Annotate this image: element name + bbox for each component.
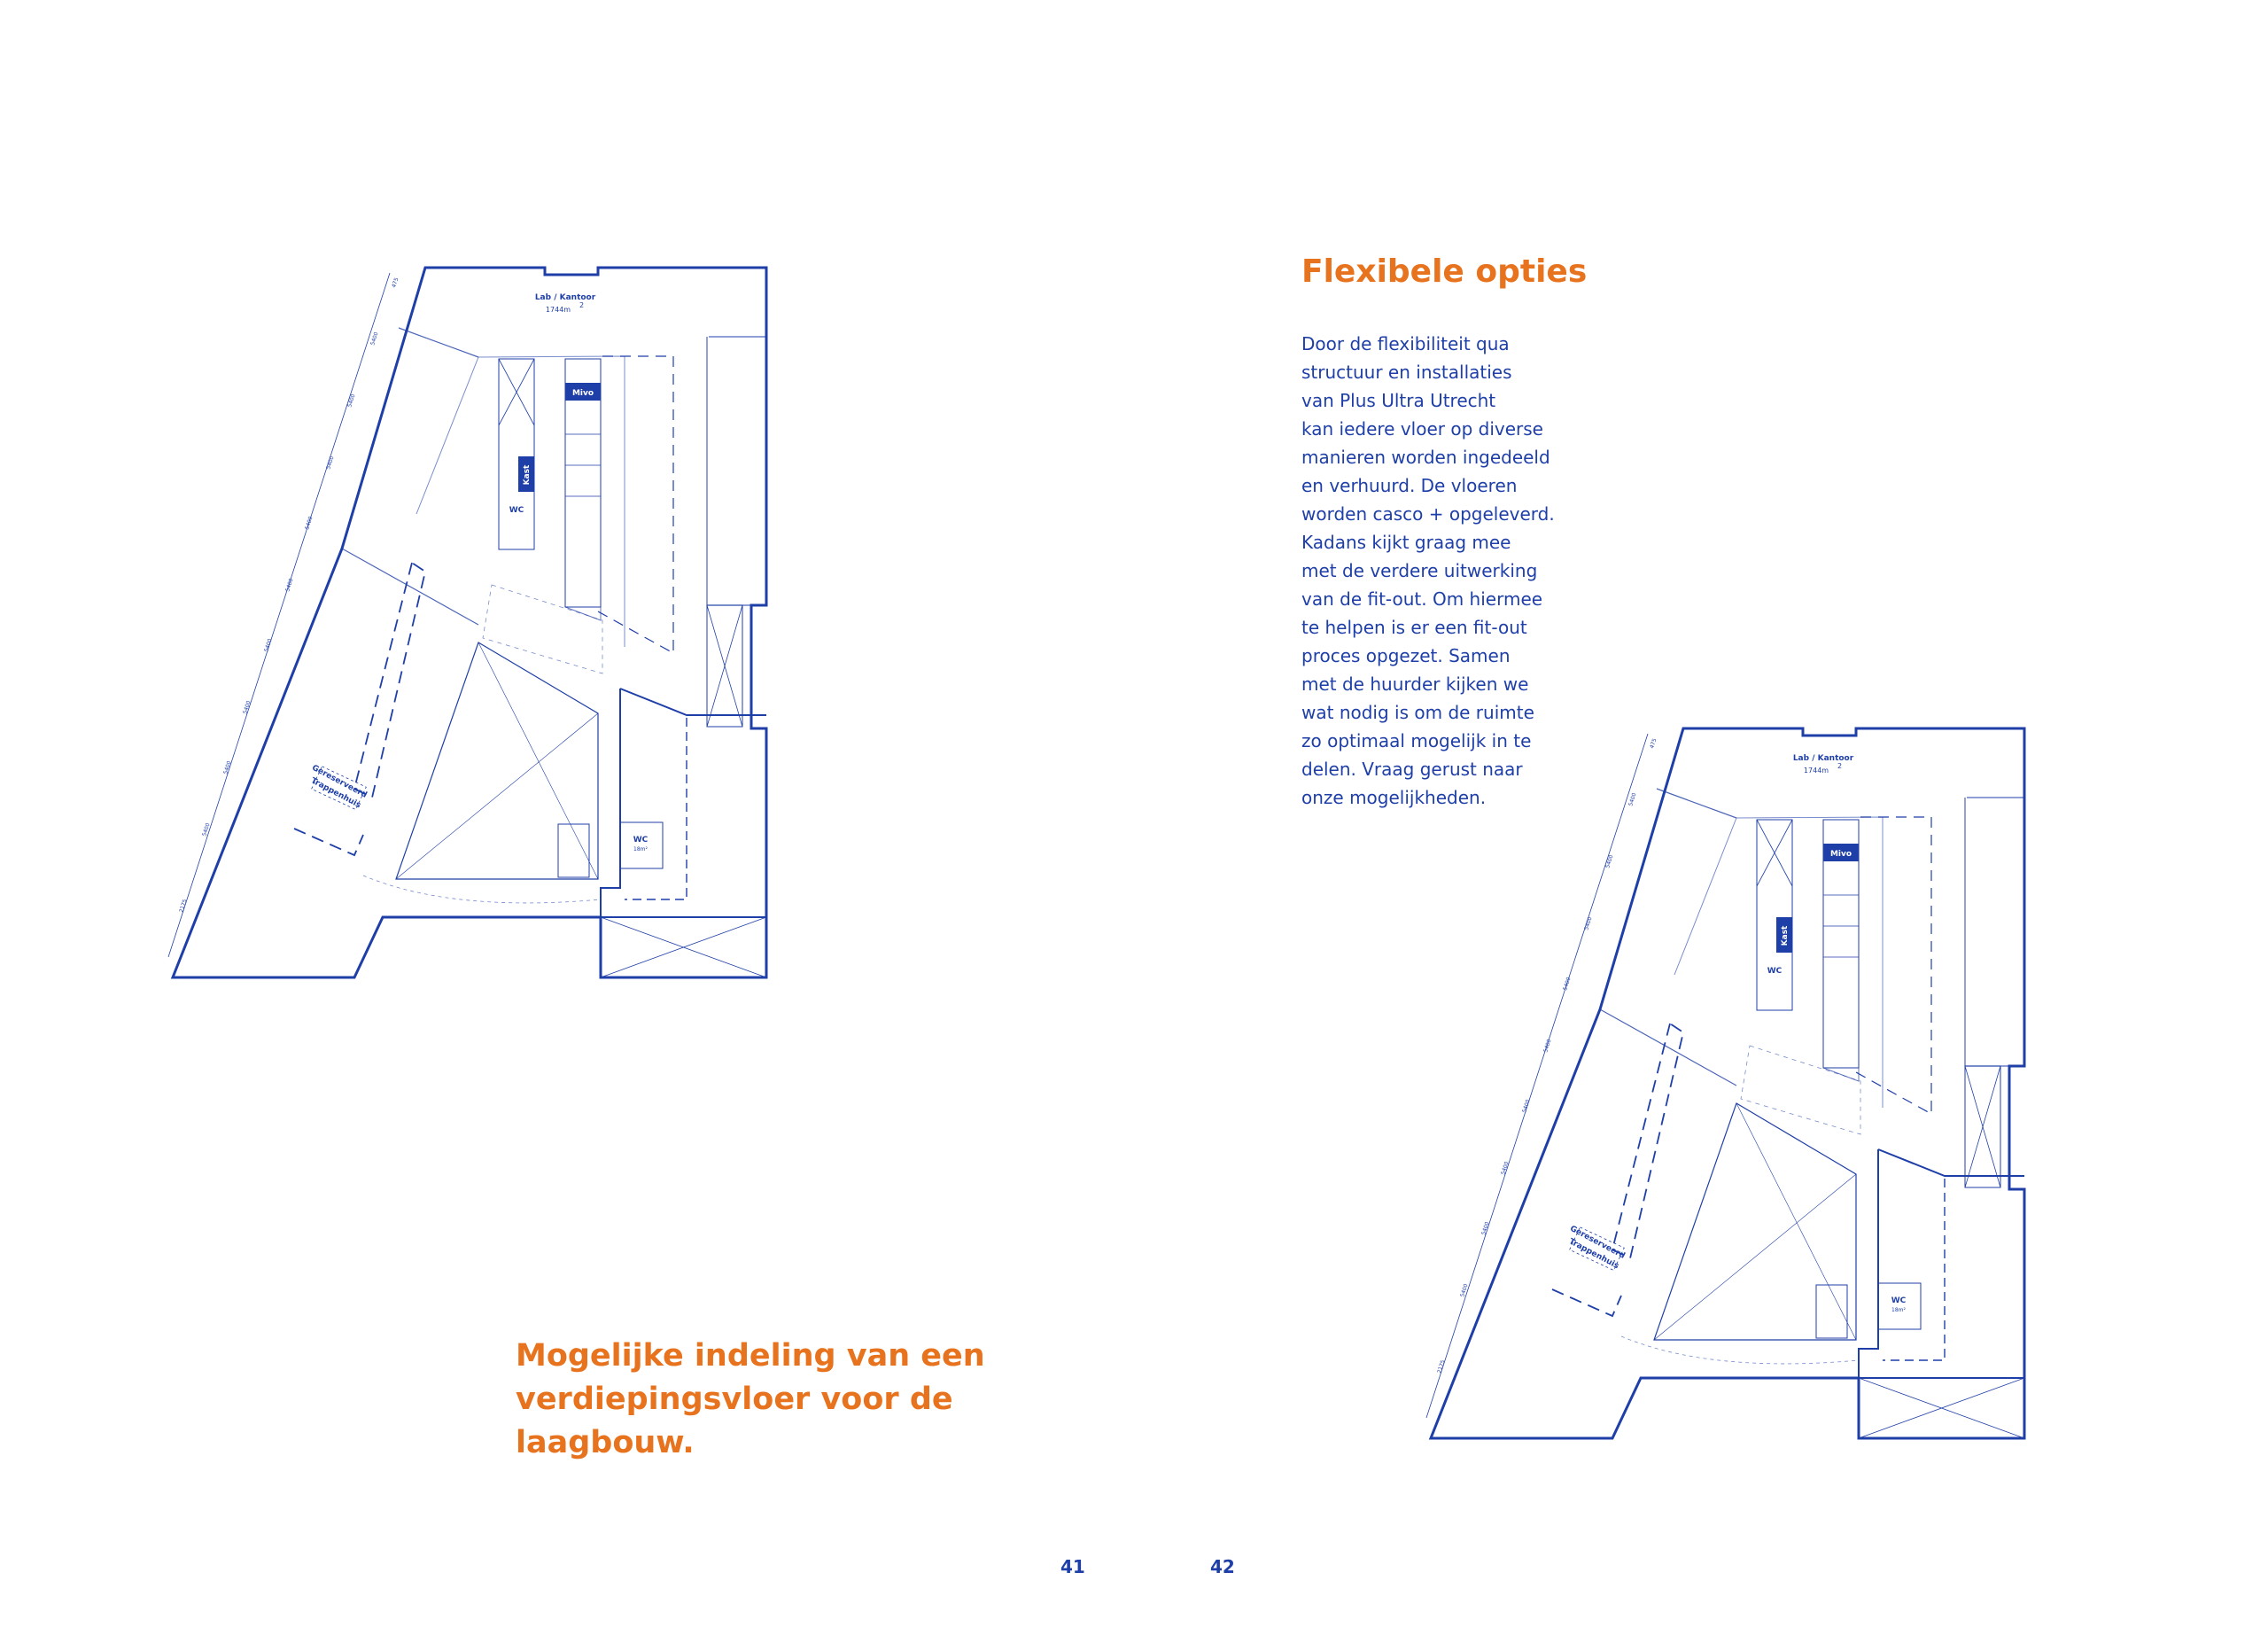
dim-label: 5400 <box>369 331 379 346</box>
mivo-label: Mivo <box>572 389 594 398</box>
floor-plan-caption: Mogelijke indeling van een verdiepingsvl… <box>516 1338 985 1460</box>
dim-label: 5400 <box>304 516 314 531</box>
dim-label: 5400 <box>1500 1161 1510 1176</box>
wc-label: WC <box>509 506 524 515</box>
dim-label: 5400 <box>222 760 232 775</box>
dimension-labels: 475 5400 5400 5400 5400 5400 5400 5400 5… <box>1436 737 1658 1374</box>
left-page: Lab / Kantoor 1744m 2 Mivo Kast WC WC 18… <box>167 266 1085 1577</box>
dim-label: 5400 <box>325 455 335 471</box>
wc-label: WC <box>1767 967 1783 976</box>
dim-label: 5400 <box>1562 977 1572 992</box>
wc-small-label: WC <box>633 836 649 845</box>
dim-label: 5400 <box>284 578 294 593</box>
dim-label: 2175 <box>178 899 188 914</box>
dim-label: 5400 <box>263 638 273 653</box>
dim-label: 475 <box>1649 737 1658 749</box>
room-label: Lab / Kantoor <box>1793 754 1854 763</box>
room-area: 1744m <box>546 306 571 314</box>
floor-plan-drawing <box>1425 727 2026 1440</box>
dim-label: 5400 <box>1521 1099 1531 1114</box>
mivo-label: Mivo <box>1830 850 1852 859</box>
floor-plan-left: Lab / Kantoor 1744m 2 Mivo Kast WC WC 18… <box>167 266 768 979</box>
dim-label: 5400 <box>201 822 211 837</box>
room-label: Lab / Kantoor <box>535 293 596 302</box>
body-paragraph: Door de flexibiliteit qua structuur en i… <box>1301 333 1555 808</box>
dim-label: 5400 <box>1583 916 1593 931</box>
kast-label: Kast <box>1781 925 1790 946</box>
dim-label: 475 <box>391 276 400 288</box>
section-heading: Flexibele opties <box>1301 253 1588 290</box>
dim-label: 5400 <box>346 393 356 409</box>
dim-label: 2175 <box>1436 1359 1446 1374</box>
page-number-left: 41 <box>1060 1556 1085 1577</box>
floor-plan-right: Lab / Kantoor 1744m 2 Mivo Kast WC WC 18… <box>1425 727 2026 1440</box>
dim-label: 5400 <box>1480 1221 1490 1236</box>
wc-small-label: WC <box>1891 1296 1907 1305</box>
floor-plan-drawing <box>167 266 768 979</box>
dimension-labels: 475 5400 5400 5400 5400 5400 5400 5400 5… <box>178 276 400 913</box>
room-area: 1744m <box>1804 767 1829 775</box>
dim-label: 5400 <box>1459 1283 1469 1298</box>
room-area-superscript: 2 <box>1837 762 1842 770</box>
dim-label: 5400 <box>242 700 252 715</box>
wc-small-area: 18m² <box>1891 1307 1906 1313</box>
wc-small-area: 18m² <box>633 846 648 852</box>
dim-label: 5400 <box>1542 1039 1552 1054</box>
dim-label: 5400 <box>1627 792 1637 807</box>
room-area-superscript: 2 <box>579 301 584 309</box>
page-number-right: 42 <box>1210 1556 1235 1577</box>
right-page: Lab / Kantoor 1744m 2 Mivo Kast WC WC 18… <box>1134 0 2268 1627</box>
kast-label: Kast <box>523 464 532 485</box>
dim-label: 5400 <box>1604 854 1614 869</box>
